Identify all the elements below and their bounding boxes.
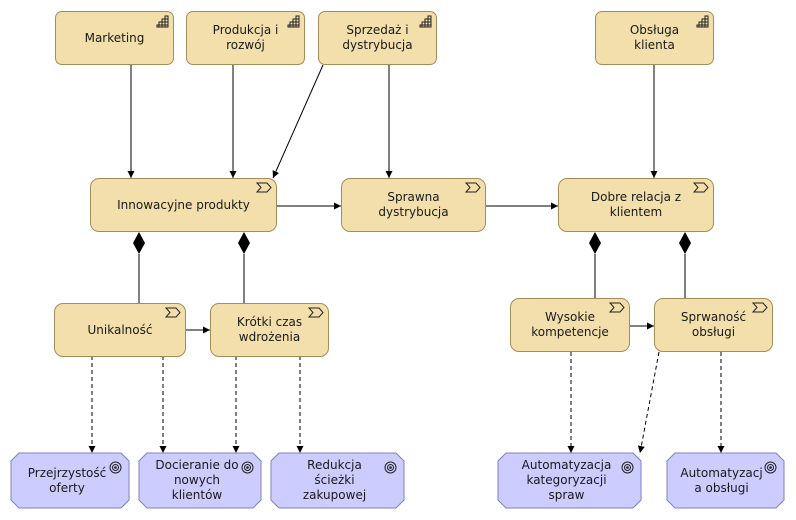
- capability-label: Innowacyjne produkty: [117, 197, 250, 212]
- composition-diamond-icon: [238, 232, 250, 254]
- connector-sprzedaz-innowacyjne: [272, 64, 324, 179]
- chevron-arrow-icon: [609, 302, 625, 313]
- goal-automatyzacja-kat[interactable]: Automatyzacja kategoryzacji spraw: [498, 453, 641, 508]
- target-icon: [241, 461, 254, 474]
- chevron-arrow-icon: [165, 307, 181, 318]
- composition-diamond-icon: [679, 232, 691, 254]
- actor-marketing[interactable]: Marketing: [55, 11, 174, 65]
- capability-label: Sprawna dystrybucja: [378, 190, 449, 219]
- capability-label: Wysokie kompetencje: [531, 310, 609, 339]
- capability-label: Krótki czas wdrożenia: [236, 315, 303, 344]
- realization-sprwanosc-automatyzacja-kat: [637, 351, 660, 454]
- capability-dobre[interactable]: Dobre relacja z klientem: [558, 178, 714, 232]
- capability-label: Dobre relacja z klientem: [590, 190, 682, 219]
- actor-label: Sprzedaż i dystrybucja: [342, 23, 413, 52]
- stair-icon: [287, 15, 300, 28]
- target-icon: [384, 461, 397, 474]
- goal-label: Przejrzystość oferty: [27, 465, 107, 495]
- goal-przejrzystosc[interactable]: Przejrzystość oferty: [11, 453, 129, 508]
- chevron-arrow-icon: [256, 182, 272, 193]
- capability-unikalnosc[interactable]: Unikalność: [54, 303, 186, 357]
- composition-diamond-icon: [589, 232, 601, 254]
- actor-produkcja[interactable]: Produkcja i rozwój: [186, 11, 305, 65]
- actor-sprzedaz[interactable]: Sprzedaż i dystrybucja: [318, 11, 437, 65]
- actor-label: Marketing: [84, 30, 145, 45]
- composition-diamond-icon: [133, 232, 145, 254]
- stair-icon: [156, 15, 169, 28]
- goal-label: Automatyzacja kategoryzacji spraw: [521, 458, 612, 502]
- goal-redukcja[interactable]: Redukcja ścieżki zakupowej: [271, 453, 404, 508]
- actor-label: Obsługa klienta: [629, 23, 680, 52]
- goal-automatyzacja-obs[interactable]: Automatyzacj a obsługi: [667, 453, 784, 508]
- capability-krotki[interactable]: Krótki czas wdrożenia: [210, 303, 329, 357]
- stair-icon: [419, 15, 432, 28]
- actor-obsluga[interactable]: Obsługa klienta: [595, 11, 714, 65]
- chevron-arrow-icon: [693, 182, 709, 193]
- target-icon: [109, 461, 122, 474]
- chevron-arrow-icon: [308, 307, 324, 318]
- goal-docieranie[interactable]: Docieranie do nowych klientów: [139, 453, 261, 508]
- stair-icon: [696, 15, 709, 28]
- chevron-arrow-icon: [465, 182, 481, 193]
- goal-label: Docieranie do nowych klientów: [155, 458, 239, 502]
- capability-label: Sprwaność obsługi: [680, 310, 747, 339]
- capability-wysokie[interactable]: Wysokie kompetencje: [510, 298, 630, 352]
- capability-label: Unikalność: [87, 322, 153, 337]
- target-icon: [764, 461, 777, 474]
- goal-label: Redukcja ścieżki zakupowej: [302, 458, 367, 502]
- capability-sprwanosc[interactable]: Sprwaność obsługi: [654, 298, 773, 352]
- capability-innowacyjne[interactable]: Innowacyjne produkty: [90, 178, 277, 232]
- capability-sprawna[interactable]: Sprawna dystrybucja: [341, 178, 486, 232]
- actor-label: Produkcja i rozwój: [212, 23, 279, 52]
- target-icon: [621, 461, 634, 474]
- chevron-arrow-icon: [752, 302, 768, 313]
- goal-label: Automatyzacj a obsługi: [680, 465, 763, 495]
